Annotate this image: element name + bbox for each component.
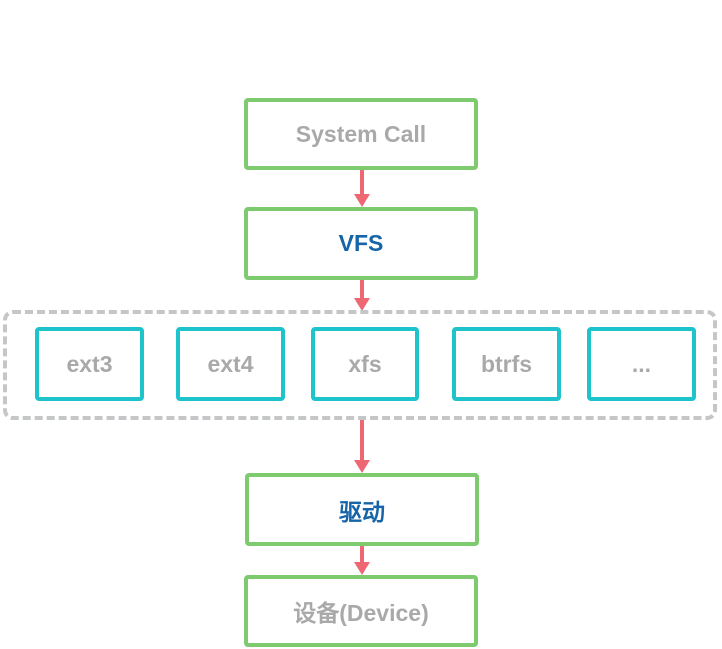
system-call-label: System Call: [295, 120, 427, 147]
arrow-system-call-to-vfs: [354, 170, 370, 208]
driver-label: 驱动: [339, 498, 385, 525]
driver-box: 驱动: [245, 473, 479, 546]
filesystem-box-ext4: ext4: [176, 327, 285, 401]
vfs-label: VFS: [338, 230, 384, 256]
arrow-driver-to-device: [354, 546, 370, 576]
filesystem-box-btrfs: btrfs: [452, 327, 561, 401]
filesystem-label: ext3: [66, 350, 113, 377]
system-call-box: System Call: [244, 98, 478, 170]
arrow-vfs-to-filesystems: [354, 280, 370, 312]
arrow-filesystems-to-driver: [354, 420, 370, 474]
device-box: 设备(Device): [244, 575, 478, 647]
device-label: 设备(Device): [293, 600, 429, 626]
filesystem-label: ext4: [207, 350, 254, 377]
filesystem-box-more: ...: [587, 327, 696, 401]
filesystem-box-xfs: xfs: [311, 327, 419, 401]
filesystem-label: xfs: [348, 350, 382, 377]
filesystem-label: btrfs: [480, 350, 533, 377]
filesystem-label: ...: [631, 350, 652, 377]
vfs-box: VFS: [244, 207, 478, 280]
filesystem-group: [3, 310, 717, 420]
filesystem-box-ext3: ext3: [35, 327, 144, 401]
